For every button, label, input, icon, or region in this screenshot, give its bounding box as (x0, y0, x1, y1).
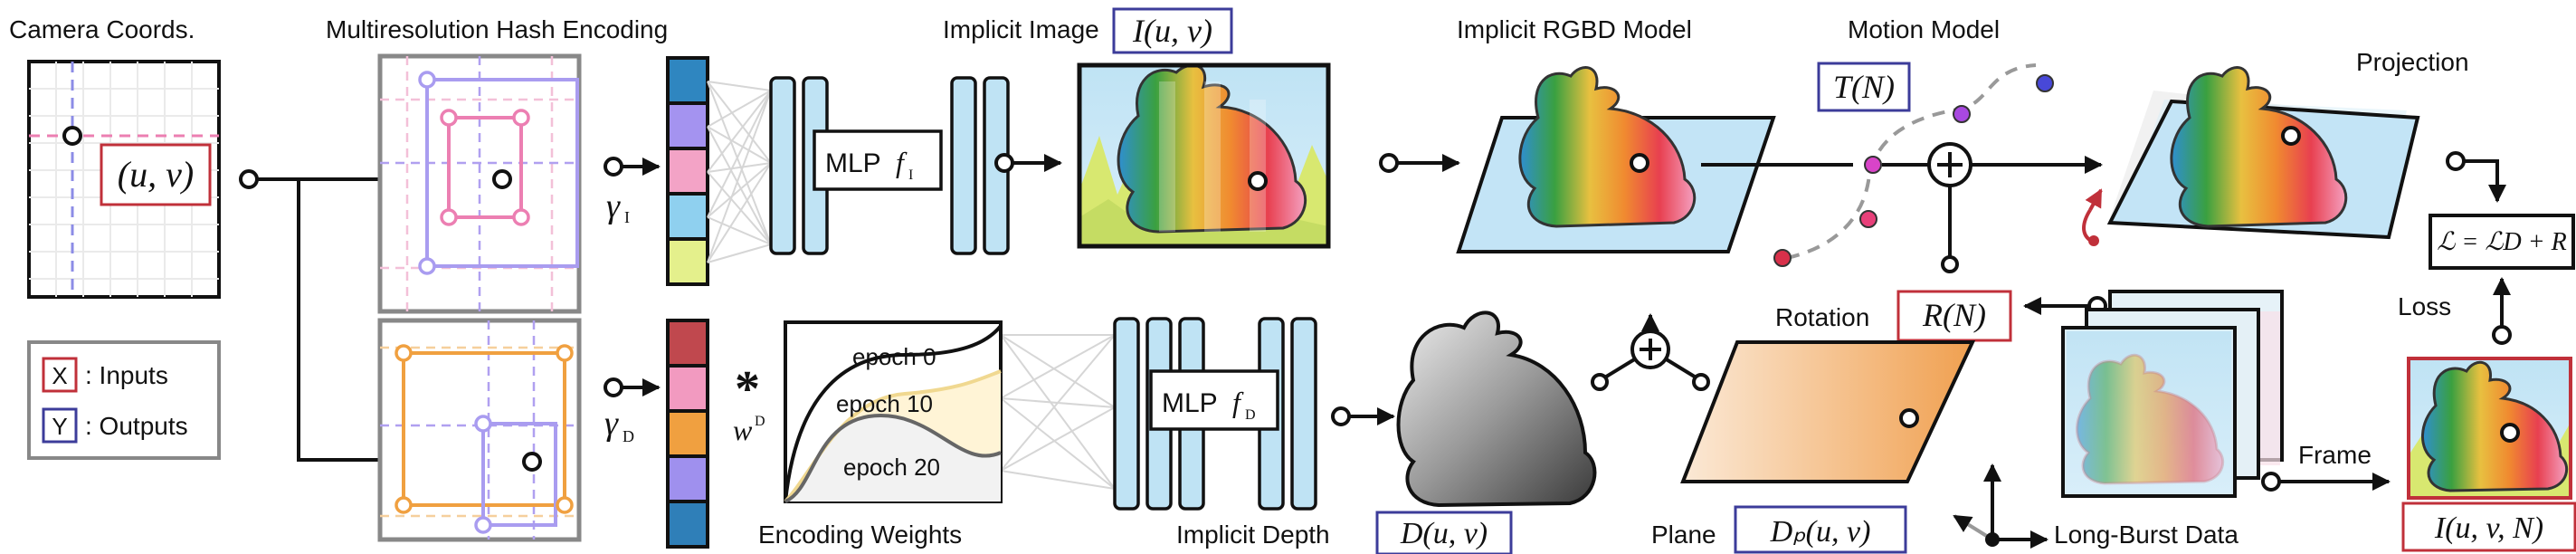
epoch-20-label: epoch 20 (843, 454, 940, 481)
gamma-image-connector: γ I (604, 157, 661, 226)
motion-trajectory (1773, 63, 2054, 267)
implicit-rgbd-label: Implicit RGBD Model (1457, 15, 1692, 43)
R-N-box (1896, 290, 2012, 342)
hash-grid-image (377, 53, 582, 314)
mlp-depth-sub: D (1245, 407, 1256, 423)
feature-cell (666, 147, 709, 196)
legend-outputs-text: : Outputs (85, 412, 188, 440)
frame-label: Frame (2298, 441, 2372, 469)
D-uv-label: D(u, v) (1400, 517, 1488, 550)
depth-plus-node (1591, 313, 1710, 391)
gamma-image-sub: I (624, 208, 630, 226)
feature-cell (666, 192, 709, 241)
mlp-image-label: MLP (825, 148, 881, 178)
implicit-image-panel (1077, 62, 1331, 249)
mlp-layer (1113, 317, 1140, 511)
epoch-10-label: epoch 10 (836, 390, 933, 417)
gamma-depth-sub: D (623, 427, 634, 445)
mlp-image-out-connector (994, 153, 1062, 173)
projection-to-loss (2446, 151, 2506, 203)
DP-uv-label: Dₚ(u, v) (1770, 515, 1871, 549)
DP-uv-box (1734, 505, 1907, 554)
fan-lines-depth (1000, 334, 1116, 490)
I-uv-box (1112, 7, 1233, 54)
encoding-weights-label: Encoding Weights (758, 521, 962, 549)
mlp-layer (1290, 317, 1317, 511)
mlp-layer (950, 76, 977, 255)
observed-frame (2407, 357, 2572, 500)
long-burst-label: Long-Burst Data (2054, 521, 2239, 549)
legend-outputs-key: Y (52, 413, 67, 440)
plane-shape (1680, 340, 1976, 483)
epoch-0-label: epoch 0 (852, 343, 936, 370)
rgbd-model (1456, 66, 1776, 253)
feature-cell (666, 56, 709, 105)
uv-input-box (100, 143, 212, 206)
long-burst-stack (2061, 290, 2284, 498)
bunny-depth (1396, 310, 1597, 508)
mlp-layer (769, 76, 796, 255)
loss-label: Loss (2398, 292, 2451, 320)
camera-coords-label: Camera Coords. (9, 15, 195, 43)
projection-view (2082, 66, 2420, 246)
I-uvN-label: I(u, v, N) (2434, 511, 2543, 545)
feature-cell (666, 101, 709, 150)
feature-cell (666, 454, 709, 503)
mlp-depth-box (1149, 369, 1279, 431)
projection-label: Projection (2356, 48, 2469, 76)
gamma-depth-connector: γ D (604, 377, 661, 445)
implicit-depth-label: Implicit Depth (1176, 521, 1330, 549)
legend: X : Inputs Y : Outputs (27, 340, 221, 460)
implicit-image-label: Implicit Image (943, 15, 1099, 43)
legend-inputs-key: X (52, 362, 67, 389)
feature-cell (666, 364, 709, 413)
wD-sup: D (755, 414, 765, 429)
image-out-connector (1379, 153, 1460, 173)
hash-grid-depth (377, 318, 582, 542)
D-uv-box (1375, 511, 1513, 554)
burst-to-frame-arrow (2261, 472, 2391, 492)
uv-input-label: (u, v) (118, 154, 194, 195)
frame-to-loss-arrow (2492, 277, 2512, 345)
I-uvN-box (2401, 501, 2576, 552)
feature-vector-image (666, 56, 709, 286)
rotation-label: Rotation (1775, 303, 1869, 331)
fan-lines-image (707, 81, 772, 263)
asterisk-symbol: * (735, 361, 760, 417)
feature-vector-depth (666, 319, 709, 549)
gamma-depth-label: γ (604, 405, 619, 443)
motion-plus-node (1882, 142, 2103, 273)
mlp-depth-label: MLP (1162, 388, 1218, 418)
feature-cell (666, 500, 709, 549)
encoding-weights-chart: epoch 0 epoch 10 epoch 20 (784, 320, 1003, 503)
feature-cell (666, 237, 709, 286)
T-N-box (1817, 62, 1911, 112)
plane-axes-icon (1953, 463, 2048, 549)
loss-formula: ℒ = ℒD + R (2437, 228, 2566, 256)
feature-cell (666, 409, 709, 458)
feature-cell (666, 319, 709, 368)
loss-formula-box (2429, 214, 2575, 270)
legend-inputs-text: : Inputs (85, 361, 168, 389)
plane-label: Plane (1651, 521, 1716, 549)
I-uv-label: I(u, v) (1132, 13, 1212, 49)
motion-model-label: Motion Model (1848, 15, 2000, 43)
gamma-image-label: γ (606, 187, 621, 225)
R-N-label: R(N) (1922, 297, 1986, 333)
hash-encoding-label: Multiresolution Hash Encoding (326, 15, 668, 43)
mlp-image-box (813, 129, 943, 191)
T-N-label: T(N) (1833, 69, 1895, 105)
mlp-depth-out-connector (1331, 406, 1395, 426)
mlp-image-sub: I (908, 167, 913, 183)
wD-label: w (733, 414, 753, 446)
